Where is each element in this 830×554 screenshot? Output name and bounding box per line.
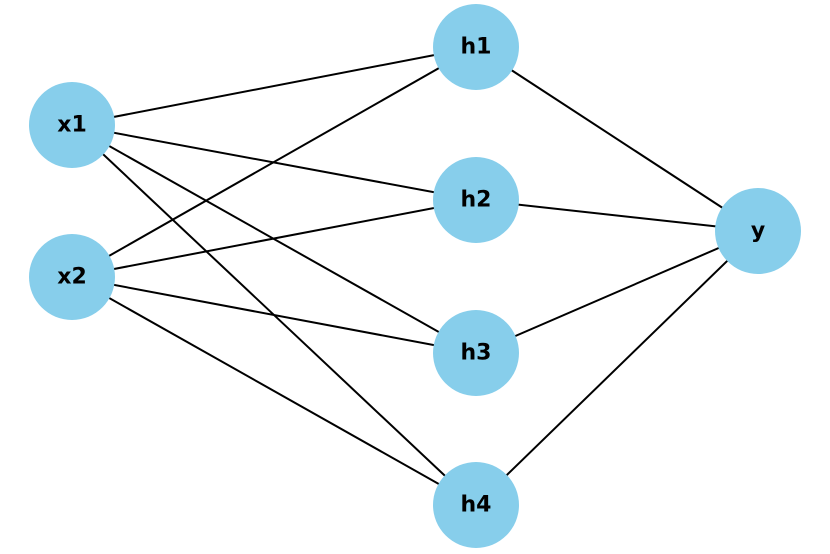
- edge-x2-h2: [71, 199, 477, 278]
- node-circle-h1: [433, 4, 519, 90]
- node-label-h2: h2: [461, 188, 492, 213]
- node-circle-x2: [29, 234, 115, 320]
- node-h1: h1: [433, 4, 519, 90]
- node-label-h3: h3: [461, 341, 492, 366]
- node-x1: x1: [29, 82, 115, 168]
- edge-h1-y: [475, 46, 759, 232]
- edge-h4-y: [475, 230, 759, 506]
- edge-x2-h1: [71, 46, 477, 278]
- node-h2: h2: [433, 157, 519, 243]
- node-label-x2: x2: [57, 265, 87, 290]
- nodes-group: x1 x2 h1 h2 h3 h4 y: [29, 4, 801, 548]
- node-circle-h3: [433, 310, 519, 396]
- node-label-x1: x1: [57, 113, 87, 138]
- node-y: y: [715, 188, 801, 274]
- edge-h2-y: [475, 199, 759, 232]
- edge-h3-y: [475, 230, 759, 354]
- node-label-y: y: [751, 219, 765, 244]
- node-circle-h4: [433, 462, 519, 548]
- node-x2: x2: [29, 234, 115, 320]
- edge-x2-h3: [71, 276, 477, 354]
- edge-x2-h4: [71, 276, 477, 506]
- node-label-h4: h4: [461, 493, 492, 518]
- node-circle-y: [715, 188, 801, 274]
- node-circle-x1: [29, 82, 115, 168]
- node-h4: h4: [433, 462, 519, 548]
- edge-x1-h1: [71, 46, 477, 126]
- node-circle-h2: [433, 157, 519, 243]
- edges-group: [71, 46, 759, 506]
- node-label-h1: h1: [461, 35, 492, 60]
- node-h3: h3: [433, 310, 519, 396]
